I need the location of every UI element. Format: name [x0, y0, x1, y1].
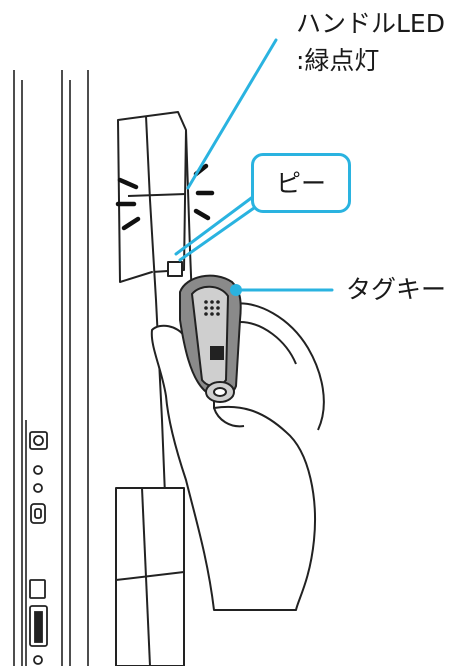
beep-label: ピー — [254, 170, 348, 198]
handle-led-label: ハンドルLED — [296, 8, 445, 40]
tag-key-label: タグキー — [346, 274, 446, 306]
door-frame — [14, 70, 88, 666]
handle-led-status-label: :緑点灯 — [296, 45, 379, 77]
lock-panel — [30, 432, 47, 664]
beep-callout: ピー — [251, 153, 351, 213]
